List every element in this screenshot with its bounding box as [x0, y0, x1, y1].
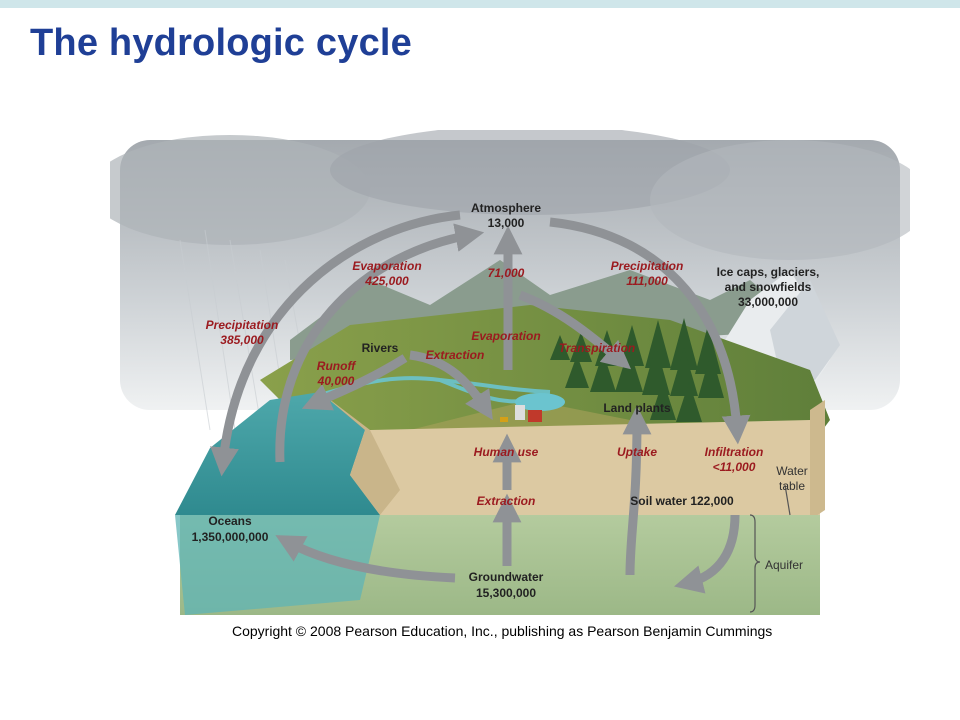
rivers-label: Rivers	[362, 341, 399, 355]
arrow-evaporation-ocean	[275, 223, 485, 463]
extraction-ground-label: Extraction	[477, 494, 536, 508]
precipitation-ocean-value: 385,000	[220, 333, 264, 347]
land-to-atmosphere-value: 71,000	[488, 266, 525, 280]
precipitation-land-value: 111,000	[626, 274, 668, 288]
arrow-transpiration	[518, 290, 632, 370]
ice-label-line1: Ice caps, glaciers,	[717, 265, 820, 279]
soil-water-label: Soil water 122,000	[630, 494, 734, 508]
arrow-precipitation-ocean	[210, 210, 461, 477]
infiltration-value: <11,000	[713, 460, 756, 474]
precipitation-land-label: Precipitation	[611, 259, 684, 273]
slide-title: The hydrologic cycle	[30, 22, 412, 64]
arrow-precipitation-land	[549, 217, 751, 445]
copyright-notice: Copyright © 2008 Pearson Education, Inc.…	[232, 623, 773, 639]
land-plants-label: Land plants	[603, 401, 671, 415]
atmosphere-value: 13,000	[488, 216, 525, 230]
water-table-label-line2: table	[779, 479, 805, 493]
transpiration-label: Transpiration	[559, 341, 635, 355]
runoff-label: Runoff	[317, 359, 356, 373]
farm	[500, 405, 542, 422]
groundwater-label: Groundwater	[469, 570, 544, 584]
extraction-rivers-label: Extraction	[426, 348, 485, 362]
arrow-infiltration-ground	[674, 514, 740, 594]
aquifer-label: Aquifer	[765, 558, 803, 572]
precipitation-ocean-label: Precipitation	[206, 318, 279, 332]
ice-label-line2: and snowfields	[725, 280, 812, 294]
forest	[550, 318, 724, 422]
groundwater-value: 15,300,000	[476, 586, 536, 600]
ice-value: 33,000,000	[738, 295, 798, 309]
arrow-groundwater-to-ocean	[275, 535, 456, 583]
human-use-label: Human use	[474, 445, 539, 459]
evaporation-ocean-label: Evaporation	[352, 259, 421, 273]
soil-side	[810, 400, 825, 520]
oceans-value: 1,350,000,000	[192, 530, 269, 544]
runoff-value: 40,000	[317, 374, 355, 388]
top-accent-bar	[0, 0, 960, 8]
water-table-label-line1: Water	[776, 464, 808, 478]
evaporation-ocean-value: 425,000	[364, 274, 409, 288]
water-table-pointer	[784, 484, 791, 516]
hydrologic-cycle-illustration: Atmosphere 13,000 Ice caps, glaciers, an…	[90, 125, 930, 615]
uptake-label: Uptake	[617, 445, 657, 459]
lake	[515, 393, 565, 411]
infiltration-label: Infiltration	[705, 445, 764, 459]
aquifer-bracket	[749, 514, 761, 613]
arrow-extraction-rivers	[409, 350, 493, 421]
arrow-runoff	[301, 354, 408, 411]
atmosphere-label: Atmosphere	[471, 201, 541, 215]
arrow-uptake	[622, 405, 652, 576]
oceans-label: Oceans	[208, 514, 252, 528]
hydrologic-cycle-diagram: Atmosphere 13,000 Ice caps, glaciers, an…	[90, 125, 930, 620]
evaporation-land-label: Evaporation	[471, 329, 540, 343]
